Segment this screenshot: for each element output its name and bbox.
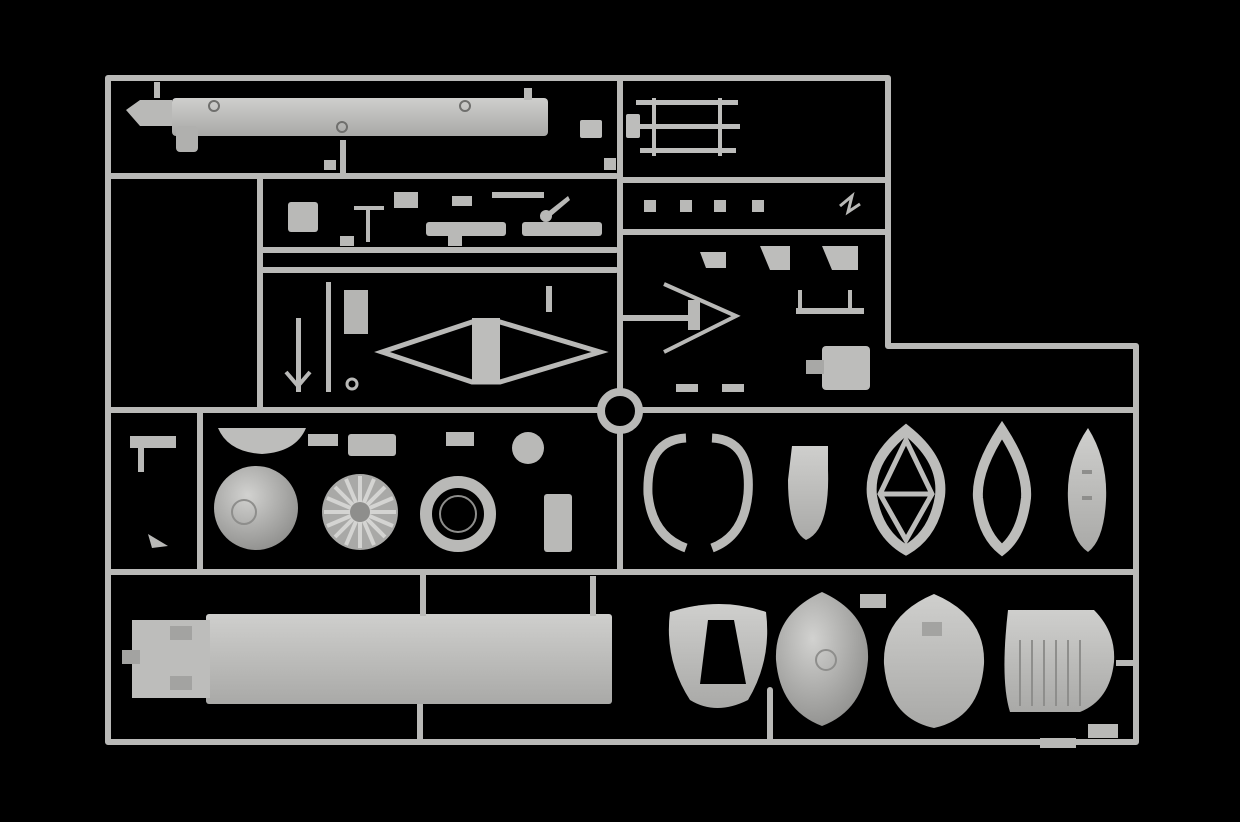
part-perforated-frame-1 xyxy=(866,423,946,556)
part-long-spar xyxy=(126,82,548,152)
part-cowling-half xyxy=(218,428,306,454)
part-horseshoe-frame xyxy=(643,433,753,553)
part-floor-plate xyxy=(122,614,612,704)
runner-v-bottom xyxy=(417,687,773,745)
part-engine-ring xyxy=(420,476,496,552)
part-v-strut xyxy=(663,246,870,392)
part-cockpit-panel xyxy=(668,604,768,708)
part-engine-frame xyxy=(284,282,609,392)
part-gun-bracket xyxy=(130,436,176,548)
outer-runner xyxy=(105,75,1139,745)
part-cowling-dome xyxy=(214,466,298,550)
part-small-row-2 xyxy=(644,191,861,216)
part-ribbed-panel xyxy=(1004,610,1115,712)
part-fairing xyxy=(788,446,829,540)
part-perforated-frame-2 xyxy=(972,420,1032,557)
part-radial-engine xyxy=(322,474,398,550)
sprue-gate-ring xyxy=(597,388,643,434)
part-oval-panel xyxy=(883,594,985,728)
runner-v-left-box xyxy=(197,173,263,575)
runner-h-box-1 xyxy=(257,247,619,273)
part-rods xyxy=(580,98,740,156)
attachment-gates xyxy=(324,140,1136,748)
part-domed-panel xyxy=(775,592,869,726)
sprue-frame xyxy=(105,75,1139,745)
part-small-row-1 xyxy=(288,192,602,246)
part-rudder-blade xyxy=(1067,428,1107,552)
part-small-engine-bits xyxy=(308,432,572,552)
